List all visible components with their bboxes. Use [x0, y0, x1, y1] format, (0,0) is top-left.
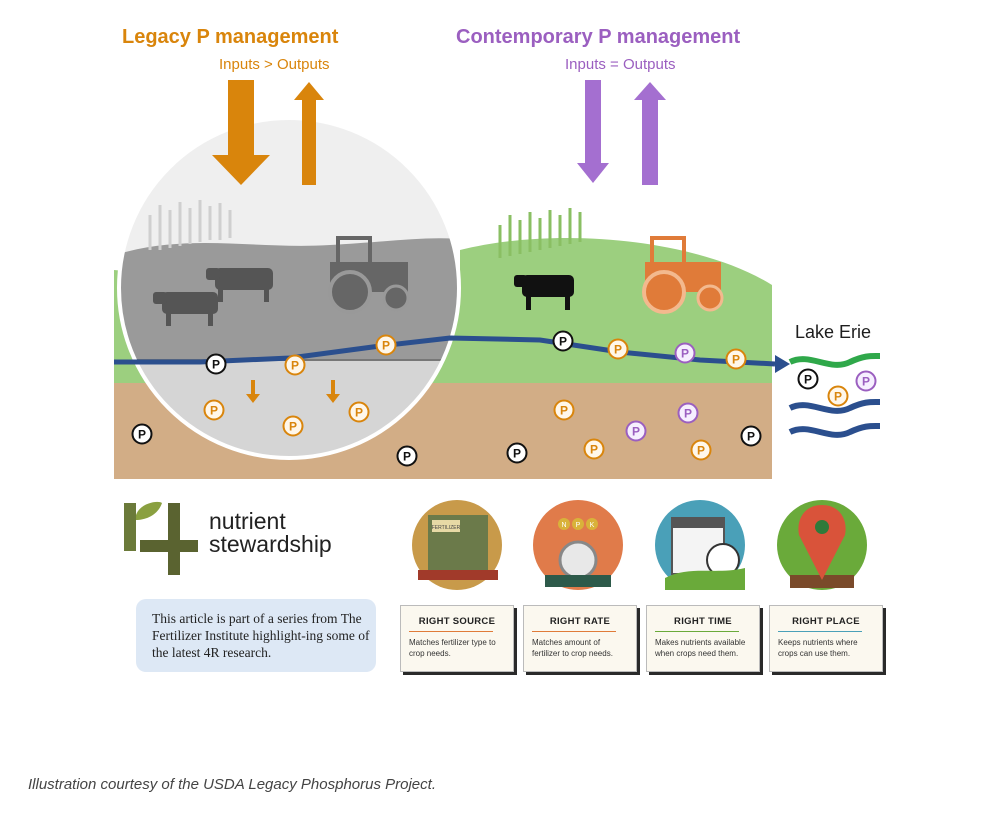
phosphorus-marker-label: P: [291, 359, 299, 373]
phosphorus-marker: P: [348, 401, 370, 423]
brand-line-1: nutrient: [209, 508, 286, 534]
lake-erie-label: Lake Erie: [795, 322, 872, 342]
phosphorus-marker-label: P: [138, 428, 146, 442]
phosphorus-marker-label: P: [590, 443, 598, 457]
phosphorus-marker-label: P: [212, 358, 220, 372]
4r-logo-icon: [124, 501, 198, 575]
article-note-box: [136, 599, 376, 672]
phosphorus-marker-label: P: [560, 404, 568, 418]
contemporary-subtitle: Inputs = Outputs: [565, 56, 676, 73]
lake-erie-icon: [788, 352, 881, 438]
phosphorus-marker: P: [690, 439, 712, 461]
contemporary-input-arrow: [577, 80, 609, 183]
card-accent-bar: [778, 631, 862, 632]
legacy-subtitle: Inputs > Outputs: [219, 56, 330, 73]
phosphorus-marker: P: [552, 330, 574, 352]
card-right-rate: RIGHT RATE Matches amount of fertilizer …: [523, 605, 637, 672]
phosphorus-marker-label: P: [804, 373, 812, 387]
phosphorus-marker-label: P: [403, 450, 411, 464]
phosphorus-marker: P: [375, 334, 397, 356]
phosphorus-marker: P: [607, 338, 629, 360]
right-place-icon: [777, 500, 867, 590]
phosphorus-marker: P: [506, 442, 528, 464]
phosphorus-marker-label: P: [289, 420, 297, 434]
card-accent-bar: [409, 631, 493, 632]
phosphorus-marker-label: P: [513, 447, 521, 461]
article-note-text: This article is part of a series from Th…: [152, 611, 370, 660]
phosphorus-marker: P: [553, 399, 575, 421]
phosphorus-marker-label: P: [632, 425, 640, 439]
phosphorus-marker-label: P: [355, 406, 363, 420]
phosphorus-marker: P: [827, 385, 849, 407]
card-description: Keeps nutrients where crops can use them…: [778, 638, 858, 658]
flow-arrowhead: [775, 355, 790, 373]
phosphorus-marker-label: P: [747, 430, 755, 444]
svg-text:FERTILIZER: FERTILIZER: [432, 525, 461, 531]
phosphorus-marker: P: [677, 402, 699, 424]
phosphorus-marker-label: P: [382, 339, 390, 353]
card-title: RIGHT RATE: [549, 616, 611, 627]
card-title: RIGHT PLACE: [792, 616, 860, 627]
card-right-source: RIGHT SOURCE Matches fertilizer type to …: [400, 605, 514, 672]
right-time-icon: [655, 500, 745, 590]
card-description: Matches fertilizer type to crop needs.: [409, 638, 496, 658]
gray-cow-icon: [206, 268, 273, 302]
card-title: RIGHT SOURCE: [418, 616, 496, 627]
phosphorus-marker: P: [625, 420, 647, 442]
card-accent-bar: [655, 631, 739, 632]
orange-tractor-icon: [642, 236, 724, 314]
phosphorus-marker: P: [674, 342, 696, 364]
phosphorus-marker-label: P: [614, 343, 622, 357]
gray-cow-icon: [153, 292, 218, 326]
legacy-output-arrow: [294, 82, 324, 185]
phosphorus-marker: P: [797, 368, 819, 390]
nutrient-stewardship-logo-text: nutrient stewardship: [209, 510, 332, 556]
legacy-title: Legacy P management: [122, 26, 339, 48]
water-flow-line: [114, 335, 776, 367]
phosphorus-marker-label: P: [681, 347, 689, 361]
svg-text:K: K: [590, 522, 595, 529]
phosphorus-marker-label: P: [210, 404, 218, 418]
card-accent-bar: [532, 631, 616, 632]
card-right-place: RIGHT PLACE Keeps nutrients where crops …: [769, 605, 883, 672]
phosphorus-marker: P: [740, 425, 762, 447]
legacy-corn-icon: [148, 200, 232, 250]
phosphorus-marker-label: P: [559, 335, 567, 349]
right-source-icon: FERTILIZER: [412, 500, 502, 590]
phosphorus-marker: P: [725, 348, 747, 370]
card-description: Matches amount of fertilizer to crop nee…: [532, 638, 613, 658]
card-description: Makes nutrients available when crops nee…: [655, 638, 746, 658]
black-cow-icon: [514, 275, 574, 310]
svg-text:N: N: [561, 522, 566, 529]
contemporary-corn-icon: [498, 208, 582, 258]
phosphorus-marker: P: [203, 399, 225, 421]
contemporary-output-arrow: [634, 82, 666, 185]
card-title: RIGHT TIME: [674, 616, 732, 627]
phosphorus-marker-label: P: [732, 353, 740, 367]
phosphorus-marker-label: P: [697, 444, 705, 458]
gray-tractor-icon: [328, 236, 410, 314]
phosphorus-marker: P: [284, 354, 306, 376]
leaching-arrows: [246, 380, 340, 403]
phosphorus-marker: P: [282, 415, 304, 437]
right-rate-icon: N P K: [533, 500, 623, 590]
svg-text:P: P: [576, 522, 581, 529]
phosphorus-marker: P: [396, 445, 418, 467]
phosphorus-marker-label: P: [862, 375, 870, 389]
brand-line-2: stewardship: [209, 531, 332, 557]
legacy-input-arrow: [212, 80, 270, 185]
phosphorus-markers: P P P P P P P P P P P P P P P P P P P P P P: [131, 330, 877, 467]
phosphorus-marker-label: P: [684, 407, 692, 421]
card-right-time: RIGHT TIME Makes nutrients available whe…: [646, 605, 760, 672]
phosphorus-marker: P: [583, 438, 605, 460]
phosphorus-marker-label: P: [834, 390, 842, 404]
phosphorus-marker: P: [131, 423, 153, 445]
phosphorus-marker: P: [205, 353, 227, 375]
image-caption: Illustration courtesy of the USDA Legacy…: [28, 776, 436, 793]
contemporary-title: Contemporary P management: [456, 26, 741, 48]
phosphorus-marker: P: [855, 370, 877, 392]
